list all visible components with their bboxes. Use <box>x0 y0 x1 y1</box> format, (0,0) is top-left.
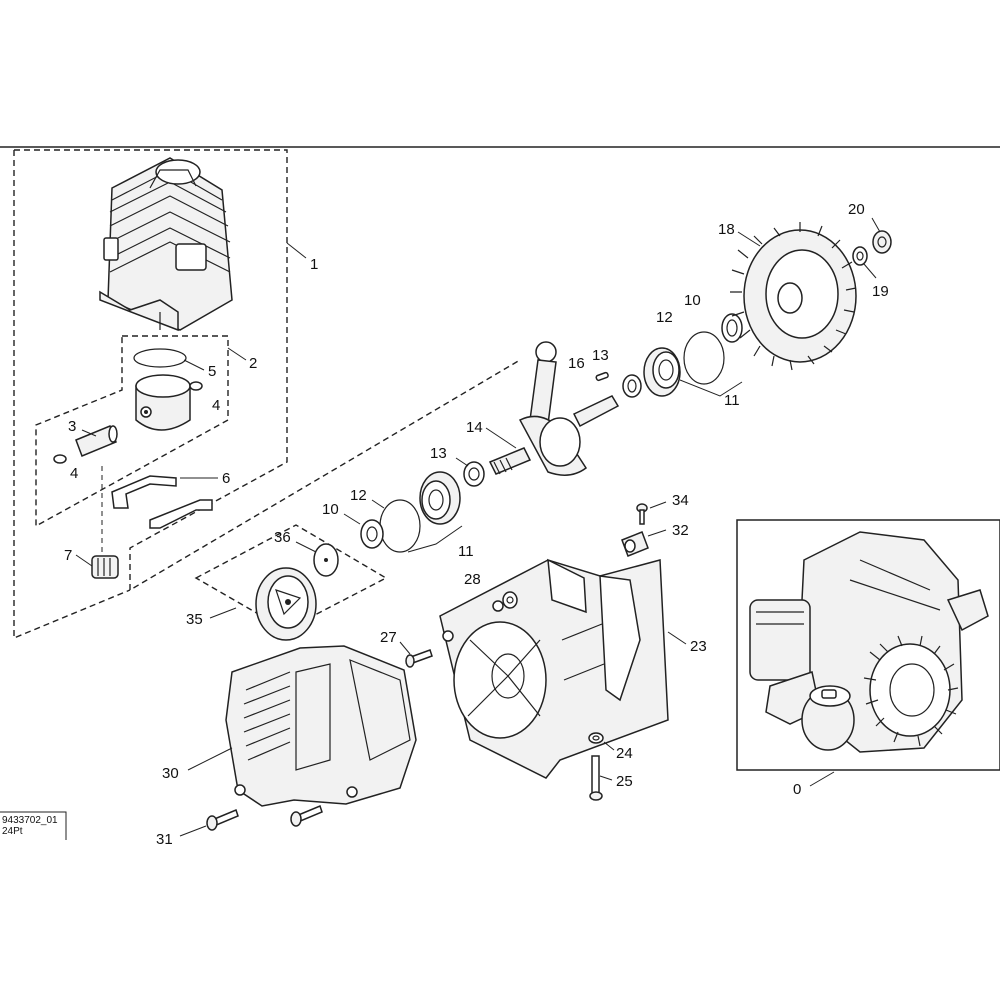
callout-25: 25 <box>616 773 633 790</box>
callout-10-right: 10 <box>684 292 701 309</box>
cylinder-group-outline-left <box>13 150 131 640</box>
piston-ring-part <box>133 348 187 368</box>
callout-13-right: 13 <box>592 347 609 364</box>
seal-10-right-part <box>721 313 743 343</box>
cylinder-part <box>99 157 233 332</box>
bearing-right-part <box>643 347 681 397</box>
leader-31 <box>179 825 207 837</box>
piston-part <box>135 374 191 431</box>
leader-25 <box>599 775 613 781</box>
leader-24 <box>603 741 615 751</box>
callout-16: 16 <box>568 355 585 372</box>
leader-30 <box>187 747 233 771</box>
leader-27 <box>399 641 411 655</box>
leader-32 <box>647 529 667 537</box>
callout-31: 31 <box>156 831 173 848</box>
callout-2: 2 <box>249 355 257 372</box>
seal-13-right-part <box>622 374 642 398</box>
callout-4-left: 4 <box>70 465 78 482</box>
callout-14: 14 <box>466 419 483 436</box>
leader-19 <box>863 263 877 279</box>
leader-35 <box>209 607 237 619</box>
callout-11-right: 11 <box>724 392 740 409</box>
leader-1 <box>286 242 307 259</box>
leader-12-left <box>371 499 385 509</box>
seal-13-left-part <box>463 461 485 487</box>
drawing-code-frame <box>0 811 67 840</box>
leader-36 <box>295 541 317 553</box>
leader-5 <box>183 359 205 371</box>
circlip-part <box>189 381 203 391</box>
leader-20 <box>871 217 881 233</box>
callout-30: 30 <box>162 765 179 782</box>
seal-10-left-part <box>360 519 384 549</box>
leader-10-left <box>343 513 361 525</box>
callout-5: 5 <box>208 363 216 380</box>
piston-pin-part <box>75 425 118 457</box>
leader-18 <box>737 231 761 247</box>
clutch-part <box>255 567 317 641</box>
drawing-code-line1: 9433702_01 <box>2 815 58 826</box>
crankshaft-part <box>488 341 620 476</box>
leader-11-left <box>407 525 463 553</box>
bracket-32-part <box>621 531 649 557</box>
screw-31-right-part <box>290 804 323 827</box>
callout-32: 32 <box>672 522 689 539</box>
callout-12-left: 12 <box>350 487 367 504</box>
callout-3: 3 <box>68 418 76 435</box>
callout-36: 36 <box>274 529 291 546</box>
flywheel-part <box>730 222 857 371</box>
clutch-washer-part <box>313 543 339 577</box>
screw-31-left-part <box>206 808 239 831</box>
circlip-left-part <box>53 454 67 464</box>
callout-20: 20 <box>848 201 865 218</box>
callout-19: 19 <box>872 283 889 300</box>
callout-12-right: 12 <box>656 309 673 326</box>
callout-23: 23 <box>690 638 707 655</box>
engine-assembly-part <box>749 531 989 753</box>
leader-11-right <box>679 379 743 397</box>
callout-1: 1 <box>310 256 318 273</box>
callout-10-left: 10 <box>322 501 339 518</box>
callout-4-right: 4 <box>212 397 220 414</box>
screw-27-part <box>405 649 433 668</box>
callout-7: 7 <box>64 547 72 564</box>
crankcase-part <box>439 558 669 779</box>
gasket-part <box>111 475 213 529</box>
leader-0 <box>809 771 835 787</box>
leader-34 <box>649 501 667 509</box>
leader-14 <box>485 427 517 449</box>
callout-0: 0 <box>793 781 801 798</box>
washer-28-part <box>502 591 518 609</box>
nut-20-part <box>872 230 892 254</box>
callout-27: 27 <box>380 629 397 646</box>
bolt-25-part <box>589 755 603 801</box>
callout-34: 34 <box>672 492 689 509</box>
ring-12-left-part <box>379 499 421 553</box>
ring-12-right-part <box>683 331 725 385</box>
callout-24: 24 <box>616 745 633 762</box>
bearing-left-part <box>419 471 461 525</box>
needle-bearing-part <box>91 555 119 579</box>
callout-28: 28 <box>464 571 481 588</box>
drawing-code-line2: 24Pt <box>2 826 23 837</box>
callout-13-left: 13 <box>430 445 447 462</box>
callout-18: 18 <box>718 221 735 238</box>
leader-7 <box>75 554 93 567</box>
housing-cover-part <box>225 645 417 807</box>
washer-24-part <box>588 732 604 744</box>
callout-11-left: 11 <box>458 543 474 560</box>
screw-34-part <box>636 503 648 525</box>
piston-group-outline <box>35 335 229 528</box>
washer-19-part <box>852 246 868 266</box>
leader-13-left <box>455 457 469 467</box>
leader-2 <box>227 347 247 361</box>
clutch-group-outline <box>194 524 388 631</box>
leader-3 <box>81 429 97 437</box>
callout-6: 6 <box>222 470 230 487</box>
callout-35: 35 <box>186 611 203 628</box>
key-part <box>595 371 609 382</box>
leader-23 <box>667 631 687 645</box>
